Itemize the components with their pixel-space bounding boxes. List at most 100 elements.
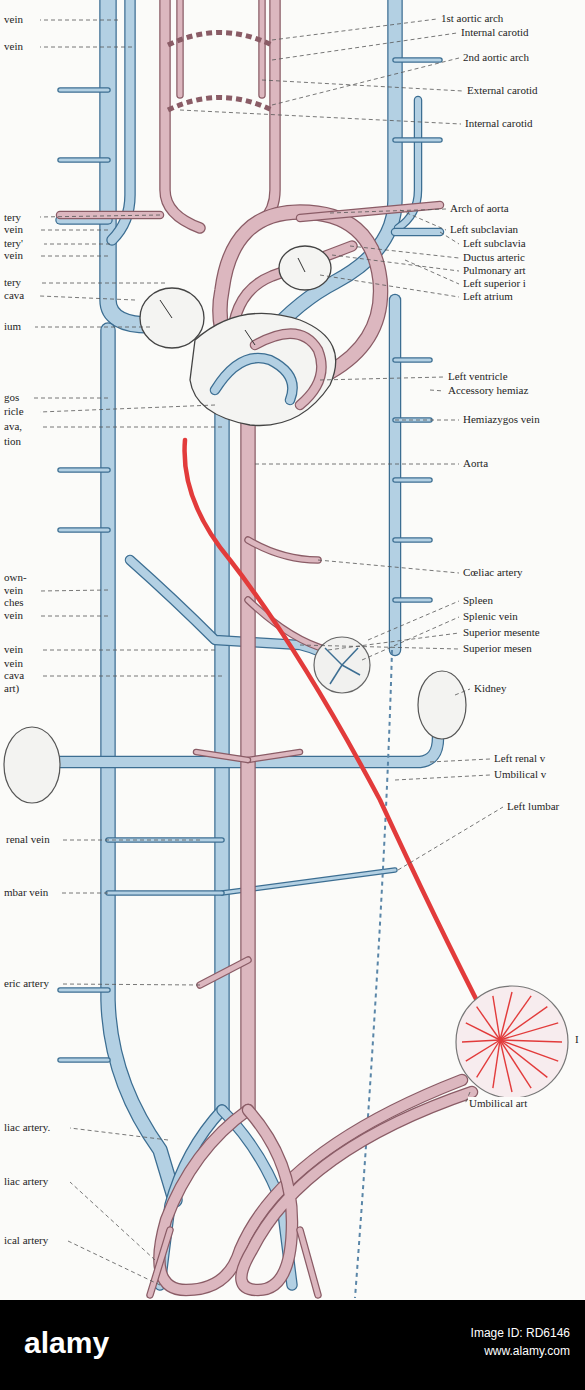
right-ventricle-loop-outline [215, 358, 293, 400]
tributary-vein [395, 59, 440, 62]
tributary-vein [395, 599, 430, 602]
leader-line [40, 405, 215, 412]
vein [130, 560, 335, 660]
watermark-bar [0, 1300, 585, 1390]
tributary-vein [60, 89, 108, 92]
leader-line [60, 893, 108, 894]
part-label: vein [3, 13, 24, 26]
leader-line [62, 984, 200, 985]
leader-line [40, 20, 118, 21]
part-label: I [574, 1033, 580, 1046]
flow-arrow [245, 330, 255, 345]
leader-line [362, 617, 459, 660]
part-label: Arch of aorta [449, 202, 510, 215]
tributary-vein-outline [395, 597, 430, 603]
artery-outline [248, 540, 318, 560]
part-label: tery [3, 276, 22, 289]
tributary-vein [60, 469, 108, 472]
vein [395, 229, 440, 235]
artery [196, 752, 248, 760]
left-kidney [4, 727, 60, 803]
watermark-logo: alamy [24, 1326, 109, 1360]
artery [150, 1230, 170, 1295]
artery [260, 0, 265, 95]
artery-outline [150, 1230, 170, 1295]
artery [241, 1092, 472, 1290]
tributary-vein [108, 892, 222, 895]
artery [200, 960, 248, 985]
tributary-vein-outline [108, 890, 222, 896]
tributary-vein [60, 529, 108, 532]
leader-line [398, 807, 503, 870]
artery-outline [176, 0, 184, 95]
right-ventricle-loop [215, 358, 293, 400]
leader-line [262, 80, 463, 91]
tributary-vein [60, 1059, 108, 1062]
obliterated-vein [355, 650, 392, 1298]
right-atrium [140, 288, 204, 348]
leader-line [70, 1128, 168, 1140]
tributary-vein-outline [395, 477, 430, 483]
placental-vessel [500, 1040, 512, 1092]
leader-line [430, 759, 490, 762]
placental-vessel [500, 996, 531, 1040]
placental-vessel [466, 1040, 500, 1061]
left-ventricle-loop [255, 334, 321, 405]
part-label: liac artery. [3, 1121, 51, 1134]
tributary-vein-outline [395, 137, 440, 143]
placental-vessel [500, 1040, 562, 1042]
leader-line [272, 33, 457, 60]
leader-line [40, 616, 108, 617]
vein-outline [112, 0, 130, 240]
placental-vessel [493, 996, 500, 1040]
part-label: Spleen [462, 594, 494, 607]
part-label: Superior mesen [462, 642, 533, 655]
artery-outline [165, 0, 200, 228]
flow-arrow [160, 300, 172, 318]
leader-line [40, 427, 222, 428]
leader-line [430, 390, 444, 391]
part-label: Superior mesente [462, 626, 541, 639]
placental-vessel [500, 1007, 547, 1040]
vein [108, 0, 150, 325]
splenic-branch [342, 665, 360, 675]
part-label: vein [3, 223, 24, 236]
part-label: Left superior i [462, 277, 527, 290]
artery-outline [200, 960, 248, 985]
tributary-vein-outline [60, 87, 108, 93]
part-label: Internal carotid [464, 117, 534, 130]
part-label: tion [3, 435, 22, 448]
tributary-vein-outline [395, 537, 430, 543]
part-label: mbar vein [3, 886, 49, 899]
leader-line [40, 215, 160, 217]
tributary-vein-outline [395, 357, 430, 363]
watermark-text: www.alamy.com [484, 1344, 570, 1359]
leader-line [40, 650, 215, 651]
tributary-vein-outline [60, 987, 108, 993]
part-label: Umbilical v [493, 768, 547, 781]
leader-line [44, 244, 110, 245]
leader-line [318, 560, 459, 573]
leader-line [320, 275, 459, 297]
part-label: vein [3, 643, 24, 656]
tributary-vein-outline [395, 57, 440, 63]
part-label: Left ventricle [447, 370, 509, 383]
artery [178, 0, 183, 95]
placental-vessel [462, 1040, 500, 1042]
leader-line [40, 676, 222, 677]
part-label: Left renal v [493, 752, 546, 765]
part-label: vein [3, 609, 24, 622]
part-label: Kidney [473, 682, 507, 695]
leader-line [35, 327, 150, 328]
tributary-vein [395, 479, 430, 482]
tributary-vein [395, 539, 430, 542]
flow-arrow [298, 258, 305, 272]
leader-line [272, 58, 459, 105]
part-label: Umbilical art [468, 1097, 528, 1110]
artery-outline [300, 205, 440, 218]
part-label: ricle [3, 405, 25, 418]
leader-line [320, 377, 444, 380]
part-label: Accessory hemiaz [447, 384, 529, 397]
part-label: 2nd aortic arch [462, 51, 530, 64]
